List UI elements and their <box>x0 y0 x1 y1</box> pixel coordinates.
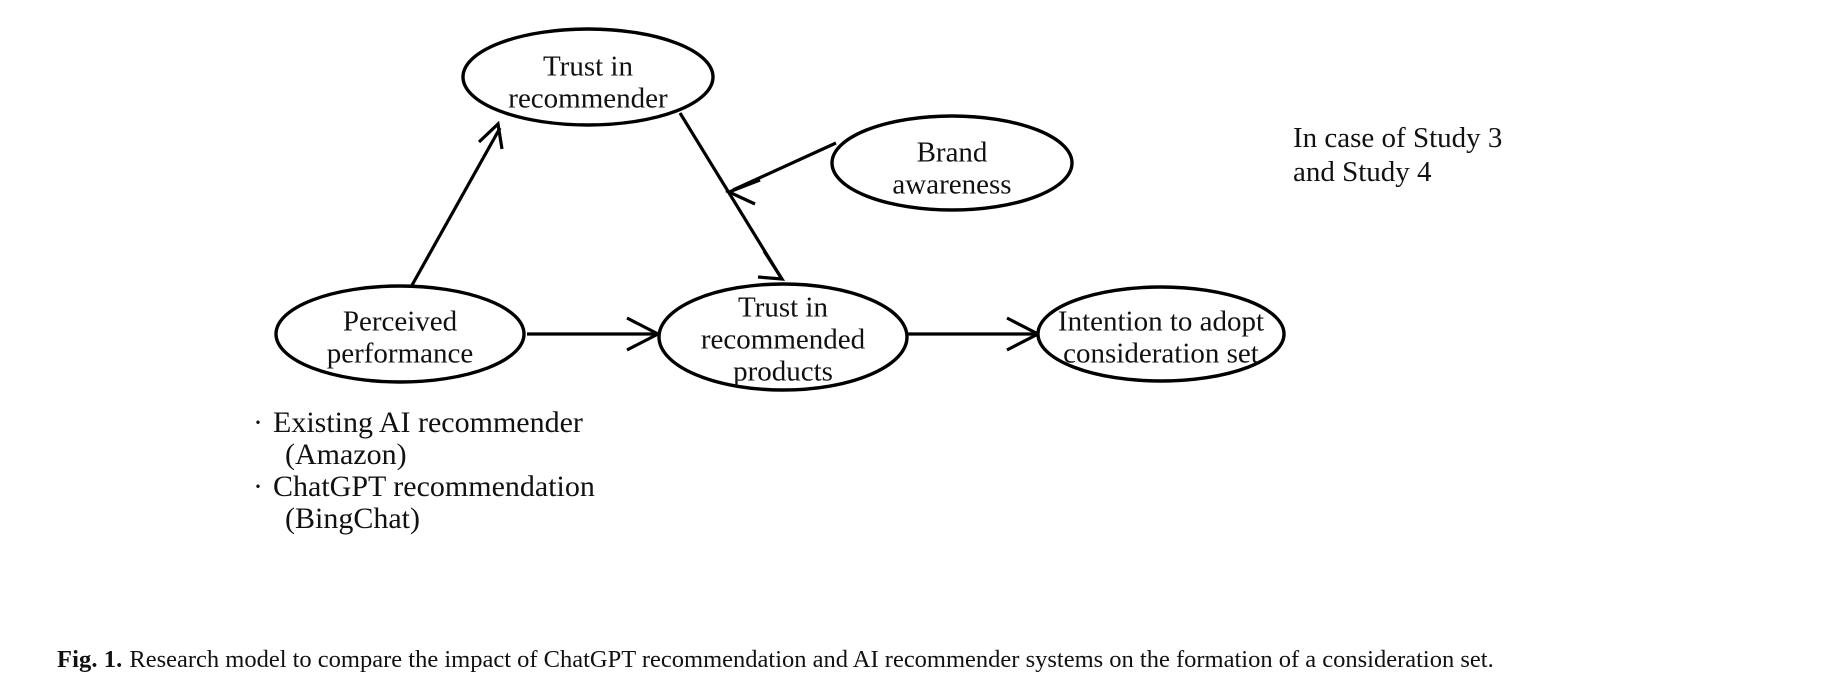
note-bullet-icon-1: · <box>253 406 263 439</box>
edge-perceived-performance-to-trust-in-recommender <box>409 120 504 288</box>
perceived-performance-label-line2: performance <box>327 338 474 370</box>
annotation-study-scope: In case of Study 3 and Study 4 <box>1293 122 1502 188</box>
edge-perceived-performance-to-trust-in-recommended-products <box>527 316 662 352</box>
note-bullet-icon-2: · <box>253 470 263 503</box>
notes-list: · Existing AI recommender (Amazon) · Cha… <box>253 406 595 535</box>
node-trust-in-recommender[interactable]: Trust in recommender <box>461 27 715 127</box>
node-trust-in-recommended-products[interactable]: Trust in recommended products <box>657 282 909 392</box>
figure-caption: Fig. 1.Research model to compare the imp… <box>57 645 1797 676</box>
edge-trust-in-recommender-to-trust-in-recommended-products <box>678 112 786 281</box>
node-intention-to-adopt[interactable]: Intention to adopt consideration set <box>1036 285 1286 383</box>
edge-brand-awareness-to-trust-in-recommended-products <box>724 141 837 206</box>
intention-to-adopt-label-line2: consideration set <box>1063 338 1259 370</box>
trust-in-recommender-ellipse[interactable] <box>461 27 715 127</box>
trust-in-recommended-products-label-line2: recommended <box>701 324 866 356</box>
note-item-existing-ai-recommender: · Existing AI recommender (Amazon) <box>253 406 583 471</box>
annotation-line1: In case of Study 3 <box>1293 122 1502 154</box>
annotation-line2: and Study 4 <box>1293 156 1432 188</box>
perceived-performance-label-line1: Perceived <box>343 306 458 338</box>
brand-awareness-ellipse[interactable] <box>830 114 1074 212</box>
intention-to-adopt-label-line1: Intention to adopt <box>1058 306 1264 338</box>
figure-caption-label: Fig. 1. <box>57 646 123 673</box>
trust-in-recommended-products-label-line1: Trust in <box>738 292 829 324</box>
note-item-1-line1: Existing AI recommender <box>273 406 583 439</box>
edge-trust-in-recommended-products-to-intention-to-adopt <box>908 316 1042 352</box>
brand-awareness-label-line2: awareness <box>892 169 1011 201</box>
figure-caption-text: Research model to compare the impact of … <box>129 646 1494 673</box>
brand-awareness-label-line1: Brand <box>917 137 988 169</box>
trust-in-recommended-products-label-line3: products <box>733 356 833 388</box>
node-perceived-performance[interactable]: Perceived performance <box>274 284 526 384</box>
trust-in-recommender-label-line2: recommender <box>508 83 668 115</box>
note-item-2-line1: ChatGPT recommendation <box>273 470 595 503</box>
node-brand-awareness[interactable]: Brand awareness <box>830 114 1074 212</box>
trust-in-recommended-products-ellipse[interactable] <box>657 282 909 392</box>
note-item-2-line2: (BingChat) <box>285 502 420 535</box>
perceived-performance-ellipse[interactable] <box>274 284 526 384</box>
note-item-chatgpt-recommendation: · ChatGPT recommendation (BingChat) <box>253 470 595 535</box>
note-item-1-line2: (Amazon) <box>285 438 407 471</box>
intention-to-adopt-ellipse[interactable] <box>1036 285 1286 383</box>
trust-in-recommender-label-line1: Trust in <box>543 51 634 83</box>
